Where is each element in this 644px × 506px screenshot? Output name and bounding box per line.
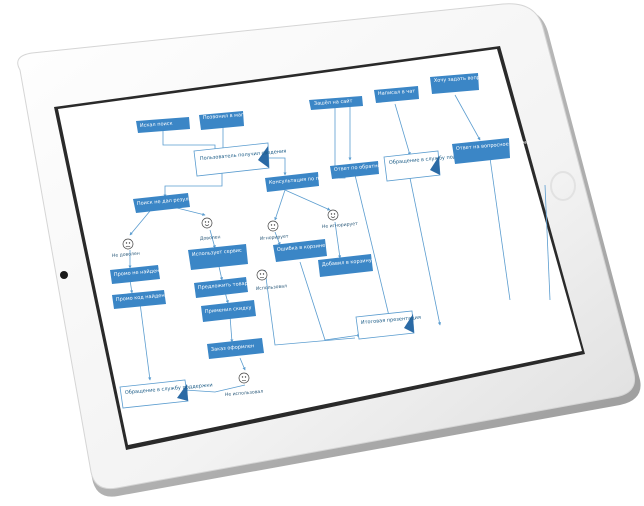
svg-text:Поиск не дал результат: Поиск не дал результат — [137, 195, 201, 207]
edge — [354, 174, 391, 321]
node-order-done: Заказ оформлен — [207, 338, 264, 359]
edge — [129, 279, 134, 294]
node-error-cart: Ошибка в корзине — [273, 239, 327, 262]
happy-face-icon — [201, 217, 213, 229]
edge — [334, 221, 342, 259]
svg-text:Применил скидку: Применил скидку — [205, 305, 252, 315]
edge-label: Не доволен — [112, 251, 140, 259]
home-button[interactable] — [550, 171, 576, 201]
node-get-info: Пользователь получил сведения — [193, 142, 287, 177]
node-user-mail: Зашёл на сайт — [309, 96, 363, 110]
node-call-store: Позвонил в магазин — [199, 111, 256, 130]
edge — [299, 261, 361, 341]
edge-label: Не игнорирует — [322, 221, 359, 230]
svg-text:Заказ оформлен: Заказ оформлен — [211, 343, 255, 353]
camera-icon — [60, 271, 68, 279]
edge — [239, 357, 246, 371]
svg-text:Промо код найден: Промо код найден — [116, 292, 165, 303]
svg-text:Ошибка в корзине: Ошибка в корзине — [277, 243, 326, 253]
neutral-face-icon — [267, 220, 279, 232]
svg-text:Использует сервис: Использует сервис — [192, 248, 243, 258]
svg-text:Добавил в корзину: Добавил в корзину — [322, 258, 372, 268]
svg-text:Зашёл на сайт: Зашёл на сайт — [314, 97, 353, 107]
node-user-chat: Написал в чат — [374, 86, 419, 103]
svg-text:Позвонил в магазин: Позвонил в магазин — [203, 111, 256, 121]
edge — [274, 231, 281, 246]
node-visit-site: Искал поиск — [136, 117, 190, 133]
edge — [229, 315, 234, 343]
node-ask-question: Хочу задать вопрос — [430, 73, 486, 94]
node-using-service: Использует сервис — [188, 244, 248, 270]
edge — [163, 171, 223, 198]
node-promo-found: Промо код найден — [112, 290, 166, 309]
svg-text:Предложить товар: Предложить товар — [198, 281, 248, 291]
edge — [284, 189, 331, 211]
edge — [454, 94, 481, 141]
neutral-face-icon — [238, 372, 250, 384]
node-offer-item: Предложить товар — [194, 277, 248, 298]
neutral-face-icon — [256, 269, 268, 281]
svg-text:Хочу задать вопрос: Хочу задать вопрос — [434, 74, 486, 84]
svg-text:Промо не найдено: Промо не найдено — [114, 267, 163, 278]
svg-text:Итоговая презентация: Итоговая презентация — [361, 315, 421, 326]
edge — [264, 269, 356, 346]
edge-label: Доволен — [200, 234, 221, 242]
edge-label: Не использовал — [225, 389, 264, 398]
edge — [274, 189, 286, 221]
edge — [409, 177, 442, 326]
edge — [209, 229, 216, 249]
edge — [394, 103, 411, 156]
node-promo-not-found: Промо не найдено — [110, 265, 163, 284]
node-support-bottom: Обращение в службу поддержки — [119, 379, 213, 409]
edge — [544, 184, 551, 301]
node-search-no-result: Поиск не дал результат — [133, 193, 201, 213]
edge-label: Использовал — [256, 283, 288, 292]
edge — [139, 302, 152, 381]
sad-face-icon — [122, 238, 134, 250]
svg-text:Написал в чат: Написал в чат — [378, 88, 416, 97]
edge — [184, 384, 246, 393]
node-apply-discount: Применил скидку — [201, 300, 256, 322]
node-final-presentation: Итоговая презентация — [355, 310, 421, 340]
edge — [268, 157, 287, 176]
edge-label: Игнорирует — [260, 233, 289, 242]
svg-text:Искал поиск: Искал поиск — [140, 121, 173, 129]
flowchart: Искал поиск Позвонил в магазин Зашёл на … — [110, 73, 551, 409]
happy-face-icon — [327, 209, 339, 221]
edge — [489, 157, 511, 301]
node-added-cart: Добавил в корзину — [318, 254, 373, 277]
